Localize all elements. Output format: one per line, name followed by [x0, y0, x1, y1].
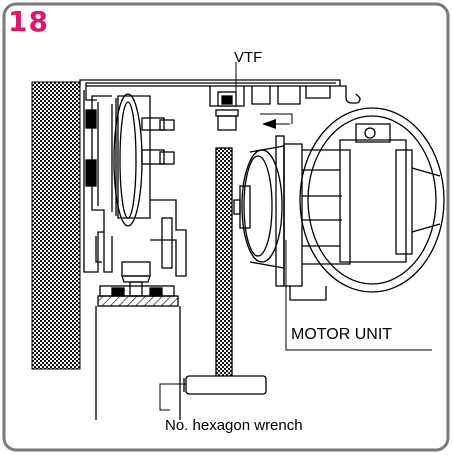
direction-arrow [262, 119, 276, 129]
arrow-bracket [260, 113, 293, 124]
motor-unit-label: MOTOR UNIT [291, 326, 393, 343]
wrench-leader [159, 383, 186, 411]
vtf-fastener [215, 62, 239, 131]
roller-carriage [83, 90, 187, 277]
panel-border [2, 2, 450, 452]
hexagon-wrench-label: No. hexagon wrench [165, 417, 303, 434]
bolt-assembly [97, 261, 179, 307]
vtf-label: VTF [234, 49, 263, 66]
step-number: 18 [8, 5, 49, 38]
motor-leader [285, 240, 432, 351]
hexagon-wrench [183, 147, 267, 395]
wall [31, 81, 81, 370]
header-rail [79, 79, 361, 107]
motor-unit [233, 107, 445, 301]
curtain-tube [95, 306, 181, 420]
